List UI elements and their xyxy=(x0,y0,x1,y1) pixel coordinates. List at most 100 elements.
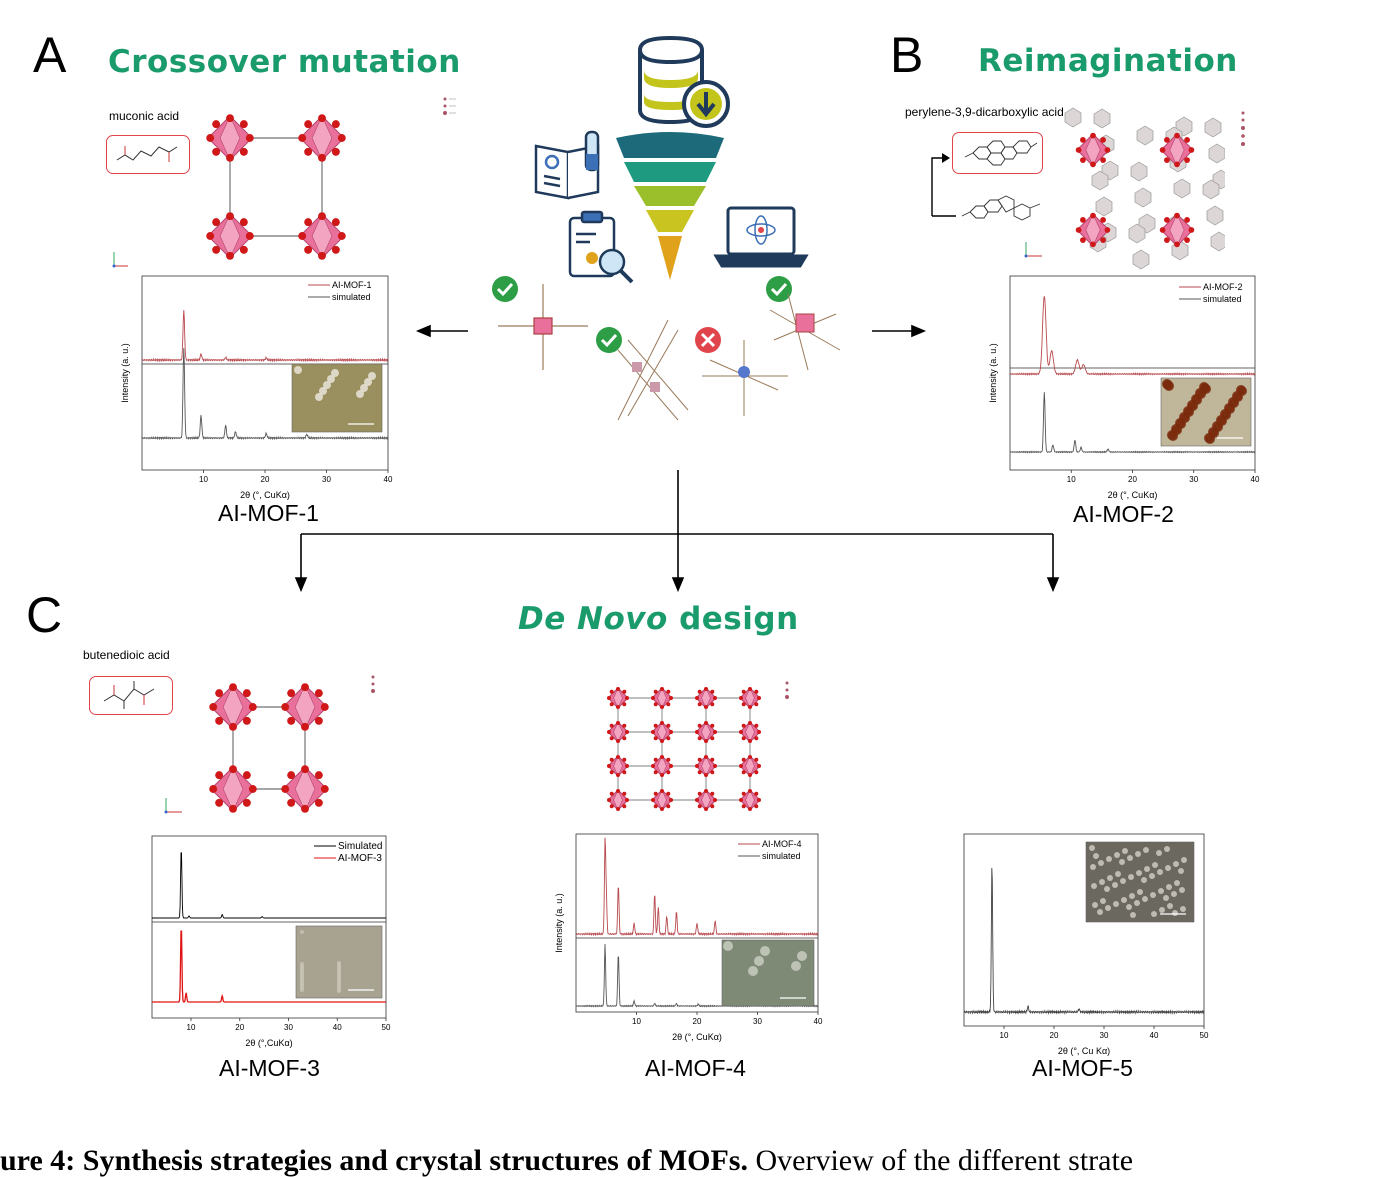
reimagination-arrow xyxy=(931,153,1041,221)
y-axis-label: Intensity (a. u.) xyxy=(120,343,130,403)
x-tick-label: 40 xyxy=(1251,475,1260,484)
atom-legend-d xyxy=(785,681,789,699)
x-tick-label: 10 xyxy=(632,1017,641,1026)
legend-label: simulated xyxy=(762,851,801,861)
x-tick-label: 40 xyxy=(333,1023,342,1032)
linker-bonds xyxy=(617,697,751,801)
candidate-4 xyxy=(769,293,841,371)
laptop-atom-icon xyxy=(713,206,809,268)
x-tick-label: 20 xyxy=(1050,1031,1059,1040)
pattern-simulated xyxy=(1009,392,1256,454)
atom-legend-b xyxy=(1241,111,1245,146)
database-icon xyxy=(638,35,730,128)
mof-label-2: AI-MOF-2 xyxy=(1073,501,1174,527)
title-reimagination: Reimagination xyxy=(978,43,1238,79)
octahedron-node xyxy=(209,765,257,813)
candidate-3 xyxy=(702,340,788,416)
x-tick-label: 50 xyxy=(1200,1031,1209,1040)
butenedioic-acid-structure-icon xyxy=(103,681,155,709)
molecule-structure-butenedioic xyxy=(89,676,173,715)
muconic-acid-structure-icon xyxy=(116,146,178,162)
octahedron-node xyxy=(281,765,329,813)
chart-frame xyxy=(963,833,1205,1027)
legend-label: AI-MOF-2 xyxy=(1203,282,1243,292)
microscope-image xyxy=(295,925,383,999)
caption-bold: ure 4: Synthesis strategies and crystal … xyxy=(0,1144,748,1177)
x-tick-label: 40 xyxy=(1150,1031,1159,1040)
axes-glyph-b xyxy=(1024,242,1042,258)
pattern-ai-mof-3 xyxy=(152,930,386,1003)
legend-label: simulated xyxy=(1203,294,1242,304)
x-tick-label: 50 xyxy=(382,1023,391,1032)
octahedron-node xyxy=(607,721,629,743)
x-tick-label: 30 xyxy=(753,1017,762,1026)
octahedron-node xyxy=(651,721,673,743)
octahedron-node xyxy=(206,114,254,162)
x-tick-label: 20 xyxy=(693,1017,702,1026)
octahedron-node xyxy=(651,789,673,811)
candidate-1 xyxy=(498,284,588,370)
octahedron-node xyxy=(1075,212,1111,248)
microscope-image xyxy=(291,363,383,433)
x-axis-label: 2θ (°, CuKα) xyxy=(1108,490,1158,500)
molecule-structure-muconic xyxy=(106,135,190,174)
octahedron-node xyxy=(298,114,346,162)
x-tick-label: 30 xyxy=(322,475,331,484)
x-axis-label: 2θ (°, CuKα) xyxy=(240,490,290,500)
octahedron-node xyxy=(739,755,761,777)
x-axis-label: 2θ (°,CuKα) xyxy=(245,1038,292,1048)
octahedron-node xyxy=(695,721,717,743)
octahedron-node xyxy=(281,683,329,731)
octahedron-node xyxy=(607,755,629,777)
microscope-image xyxy=(1160,377,1252,447)
panel-letter-c: C xyxy=(26,587,63,643)
octahedron-node xyxy=(739,721,761,743)
crystal-structure-ai-mof-3 xyxy=(209,683,329,813)
octahedron-node xyxy=(298,212,346,260)
panel-letter-a: A xyxy=(33,27,67,83)
mof-label-5: AI-MOF-5 xyxy=(1032,1055,1133,1081)
pattern-simulated xyxy=(575,943,819,1008)
x-tick-label: 40 xyxy=(384,475,393,484)
perylene-structure-icon xyxy=(964,140,1038,166)
atom-legend-a xyxy=(443,97,456,115)
x-tick-label: 10 xyxy=(187,1023,196,1032)
octahedron-node xyxy=(651,755,673,777)
legend-label: Simulated xyxy=(338,841,382,852)
octahedron-node xyxy=(695,789,717,811)
molecule-name-butenedioic: butenedioic acid xyxy=(83,648,170,662)
legend-label: AI-MOF-1 xyxy=(332,280,372,290)
x-axis-label: 2θ (°, Cu Kα) xyxy=(1058,1046,1110,1056)
clipboard-analysis-icon xyxy=(568,210,634,284)
science-book-icon xyxy=(534,130,600,200)
octahedron-node xyxy=(651,687,673,709)
crystal-structure-ai-mof-2 xyxy=(1064,107,1225,270)
x-tick-label: 10 xyxy=(1000,1031,1009,1040)
mof-label-1: AI-MOF-1 xyxy=(218,500,319,526)
pattern-ai-mof-2 xyxy=(1009,296,1256,377)
crystal-structure-ai-mof-4 xyxy=(607,687,761,811)
y-axis-label: Intensity (a. u.) xyxy=(988,343,998,403)
x-tick-label: 40 xyxy=(814,1017,823,1026)
octahedron-node xyxy=(739,687,761,709)
microscope-image xyxy=(1085,841,1195,923)
microscope-image xyxy=(721,939,815,1007)
funnel-icon xyxy=(616,132,724,280)
octahedron-node xyxy=(607,687,629,709)
title-crossover-mutation: Crossover mutation xyxy=(108,44,461,80)
central-workflow-graphic xyxy=(534,35,809,284)
y-axis-label: Intensity (a. u.) xyxy=(554,893,564,953)
chart-frame xyxy=(151,835,387,1019)
pattern-simulated xyxy=(152,852,386,919)
pattern-simulated xyxy=(141,348,389,441)
x-tick-label: 20 xyxy=(261,475,270,484)
axes-glyph-c xyxy=(164,798,182,814)
figure-caption: ure 4: Synthesis strategies and crystal … xyxy=(0,1146,1133,1176)
legend-label: simulated xyxy=(332,292,371,302)
title-de-novo-design: De Novo design xyxy=(518,604,799,635)
x-tick-label: 30 xyxy=(1189,475,1198,484)
